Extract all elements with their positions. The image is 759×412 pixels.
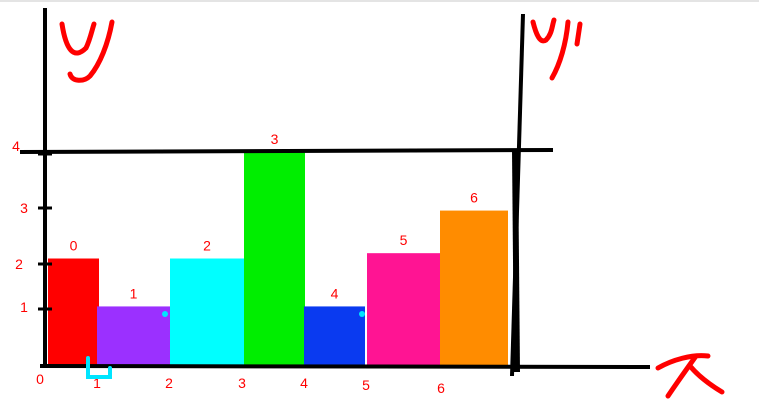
y-tick-2: 2: [15, 256, 23, 272]
bar-0: [48, 258, 99, 365]
x-tick-2: 2: [165, 375, 173, 391]
x-tick-3: 3: [238, 375, 246, 391]
x-tick-4: 4: [300, 375, 308, 391]
highlight-dot: [162, 311, 168, 317]
bar-6: [440, 210, 508, 365]
highlight-dot-2: [359, 311, 365, 317]
y-tick-4: 4: [12, 138, 20, 154]
max-height-line: [19, 148, 554, 154]
x-axis: [39, 364, 651, 369]
bar-label-2: 2: [203, 238, 211, 254]
y-tick-3: 3: [20, 200, 28, 216]
bar-2: [170, 258, 244, 365]
x-tick-1: 1: [93, 375, 101, 391]
right-y-axis-thick: [512, 149, 520, 373]
bar-labels: 0 1 2 3 4 5 6: [70, 131, 479, 301]
bar-4: [304, 306, 365, 365]
x-axis-label-drawing: x: [655, 353, 725, 399]
bar-label-1: 1: [130, 285, 138, 301]
bar-label-3: 3: [271, 131, 279, 147]
x-tick-labels: 0 1 2 3 4 5 6: [36, 371, 445, 396]
y-tick-labels: 1 2 3 4: [12, 138, 28, 315]
x-tick-0: 0: [36, 371, 44, 387]
bar-3: [244, 152, 305, 365]
left-axis-label-drawing: y: [59, 19, 115, 83]
bars-group: [48, 152, 508, 365]
y-tick-marks: [38, 152, 52, 311]
x-tick-5: 5: [362, 377, 370, 393]
bar-1: [97, 306, 170, 365]
x-tick-6: 6: [437, 380, 445, 396]
right-axis-label-drawing: y': [530, 17, 583, 81]
y-tick-1: 1: [20, 299, 28, 315]
highlight-mark: [86, 356, 112, 379]
bar-label-4: 4: [331, 285, 339, 301]
bar-5: [367, 253, 440, 365]
bar-label-0: 0: [70, 238, 78, 254]
bar-label-6: 6: [470, 190, 478, 206]
bar-label-5: 5: [400, 232, 408, 248]
